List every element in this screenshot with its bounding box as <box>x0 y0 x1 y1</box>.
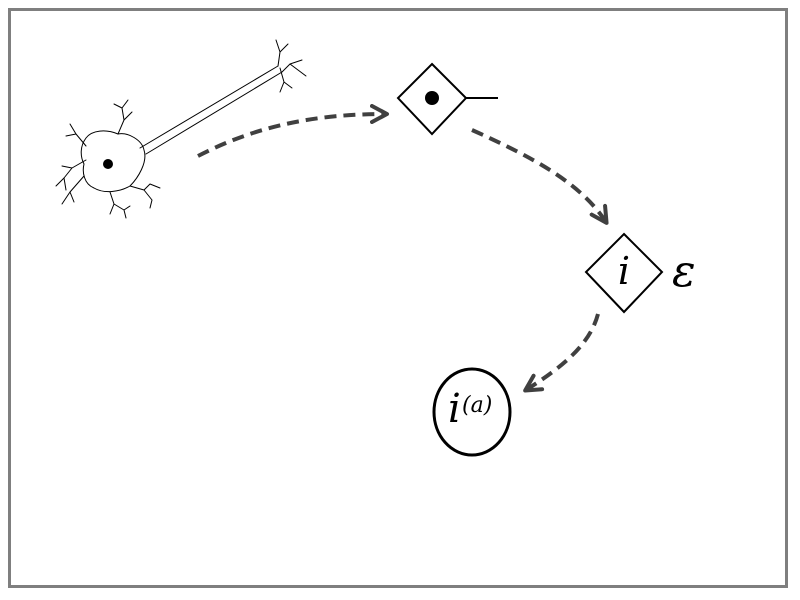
diagram-frame <box>8 8 788 588</box>
output-node-label: i <box>448 386 461 432</box>
epsilon-label: ε <box>672 246 696 297</box>
intermediate-node <box>584 232 664 314</box>
output-node-superscript: (a) <box>462 393 492 418</box>
neuron-nucleus <box>103 159 113 169</box>
intermediate-node-label: i <box>618 249 630 293</box>
neuron-icon <box>55 39 307 219</box>
dashed-arrow-3 <box>523 313 600 393</box>
dashed-arrow-2 <box>471 128 609 225</box>
sensor-node-dot <box>425 91 439 105</box>
dashed-arrow-1 <box>197 104 389 158</box>
sensor-node <box>396 62 498 136</box>
output-node <box>432 367 512 457</box>
